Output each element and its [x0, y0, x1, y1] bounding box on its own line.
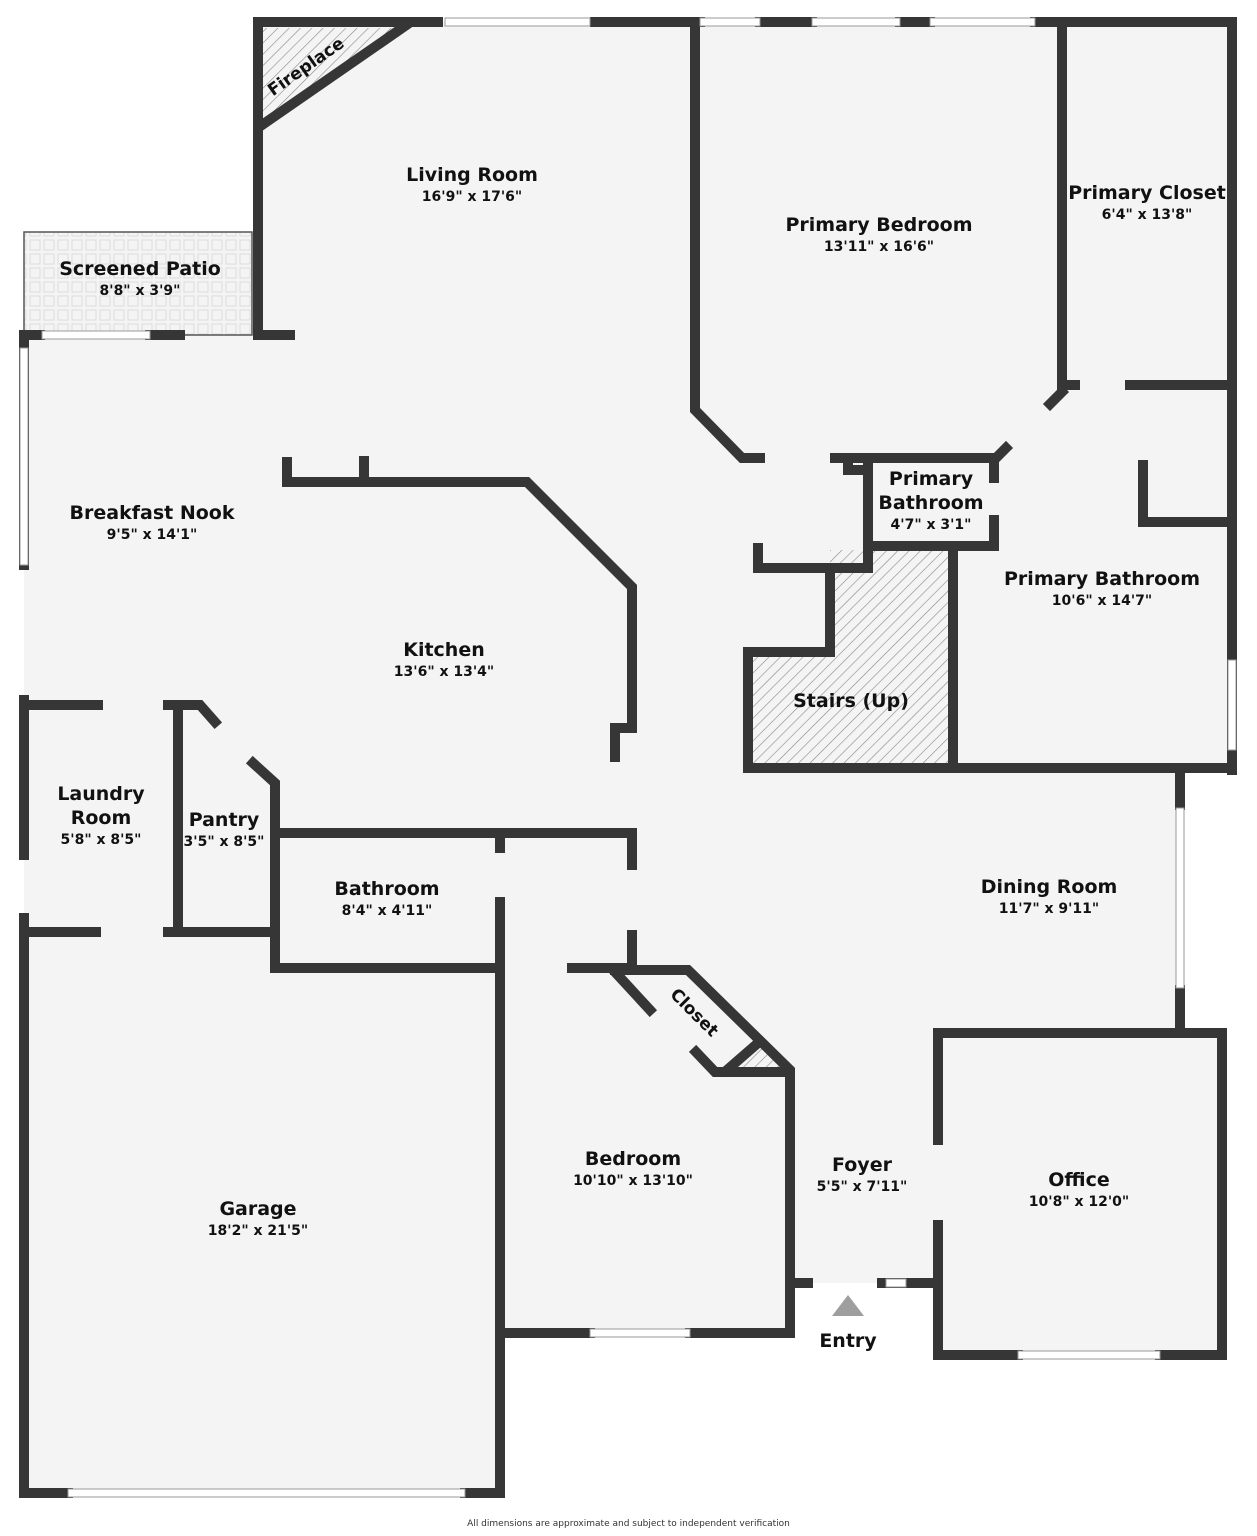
room-dimensions: 18'2" x 21'5" [207, 1223, 309, 1239]
room-dimensions: 6'4" x 13'8" [1101, 207, 1193, 223]
room-name-line1: Laundry [57, 783, 145, 805]
room-dimensions: 5'5" x 7'11" [816, 1179, 908, 1195]
room-dimensions: 13'6" x 13'4" [393, 664, 495, 680]
room-foyer: Foyer 5'5" x 7'11" [817, 1153, 908, 1197]
room-pantry: Pantry 3'5" x 8'5" [184, 808, 265, 852]
room-laundry-room: Laundry Room 5'8" x 8'5" [57, 782, 144, 850]
room-dimensions: 8'8" x 3'9" [99, 283, 181, 299]
room-dining-room: Dining Room 11'7" x 9'11" [981, 875, 1118, 919]
room-dimensions: 5'8" x 8'5" [60, 832, 142, 848]
room-name: Dining Room [980, 876, 1118, 898]
room-primary-closet: Primary Closet 6'4" x 13'8" [1068, 181, 1226, 225]
room-dimensions: 4'7" x 3'1" [890, 517, 972, 533]
entry-label: Entry [819, 1329, 876, 1353]
room-bedroom: Bedroom 10'10" x 13'10" [573, 1147, 693, 1191]
room-office: Office 10'8" x 12'0" [1029, 1168, 1129, 1212]
walls [19, 17, 1237, 1498]
room-dimensions: 10'6" x 14'7" [1051, 593, 1153, 609]
room-living-room: Living Room 16'9" x 17'6" [406, 163, 538, 207]
room-name: Garage [219, 1198, 297, 1220]
room-name-line1: Primary [888, 468, 974, 490]
room-name-line2: Bathroom [878, 492, 984, 514]
floor-areas [23, 22, 1232, 1493]
room-stairs: Stairs (Up) [793, 689, 909, 713]
room-name: Primary Bathroom [1004, 568, 1200, 590]
room-primary-bathroom: Primary Bathroom 10'6" x 14'7" [1004, 567, 1200, 611]
room-dimensions: 11'7" x 9'11" [998, 901, 1100, 917]
room-dimensions: 10'10" x 13'10" [573, 1173, 693, 1189]
entry-arrow-icon [832, 1295, 864, 1316]
room-screened-patio: Screened Patio 8'8" x 3'9" [59, 257, 221, 301]
screened-patio-floor [24, 232, 252, 335]
room-name-line2: Room [70, 807, 132, 829]
room-name: Living Room [406, 164, 538, 186]
room-dimensions: 8'4" x 4'11" [341, 903, 433, 919]
room-name: Foyer [832, 1154, 892, 1176]
windows [19, 17, 1237, 1498]
stairs-hatch [748, 550, 948, 768]
room-name: Office [1048, 1169, 1110, 1191]
disclaimer: All dimensions are approximate and subje… [467, 1519, 790, 1529]
room-name: Pantry [188, 809, 260, 831]
room-primary-bedroom: Primary Bedroom 13'11" x 16'6" [785, 213, 972, 257]
room-name: Bedroom [584, 1148, 682, 1170]
room-name: Primary Bedroom [785, 214, 973, 236]
room-dimensions: 10'8" x 12'0" [1028, 1194, 1130, 1210]
room-name: Primary Closet [1068, 182, 1226, 204]
room-dimensions: 3'5" x 8'5" [183, 834, 265, 850]
entry-text: Entry [819, 1330, 877, 1352]
room-dimensions: 16'9" x 17'6" [421, 189, 523, 205]
room-dimensions: 13'11" x 16'6" [823, 239, 935, 255]
room-name: Kitchen [403, 639, 485, 661]
room-name: Bathroom [334, 878, 440, 900]
room-breakfast-nook: Breakfast Nook 9'5" x 14'1" [70, 501, 235, 545]
room-bathroom: Bathroom 8'4" x 4'11" [334, 877, 439, 921]
room-kitchen: Kitchen 13'6" x 13'4" [394, 638, 494, 682]
room-name: Breakfast Nook [69, 502, 235, 524]
room-name: Stairs (Up) [793, 690, 909, 712]
room-primary-bathroom-small: Primary Bathroom 4'7" x 3'1" [878, 467, 983, 535]
room-garage: Garage 18'2" x 21'5" [208, 1197, 308, 1241]
room-name: Screened Patio [59, 258, 221, 280]
room-dimensions: 9'5" x 14'1" [106, 527, 198, 543]
